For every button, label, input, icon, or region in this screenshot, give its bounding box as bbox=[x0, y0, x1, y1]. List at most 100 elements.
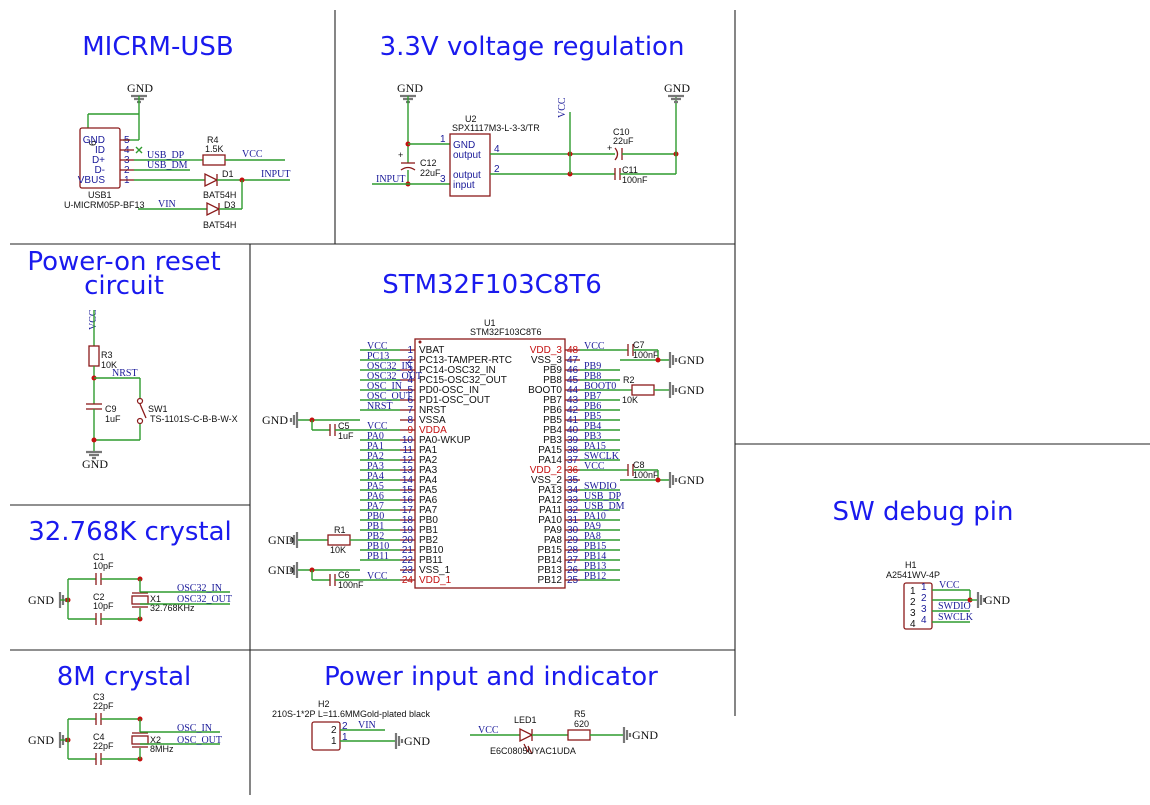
h2-pinnum-2: 2 bbox=[342, 721, 348, 732]
junction bbox=[655, 357, 661, 363]
ground-symbol bbox=[289, 562, 299, 578]
mcu-pin-number: 4 bbox=[407, 375, 413, 386]
h2-pinnum-1: 1 bbox=[342, 732, 348, 743]
h2-connector-body bbox=[311, 721, 341, 751]
mcu-net-label: VCC bbox=[367, 341, 388, 352]
u2-pin-output-a: output bbox=[453, 150, 481, 161]
u2-pinnum-2: 2 bbox=[494, 164, 500, 175]
gnd-label: GND bbox=[397, 81, 423, 95]
h1-pinnum-3: 3 bbox=[921, 604, 927, 615]
net-input-reg: INPUT bbox=[376, 174, 405, 185]
mcu-pin-number: 30 bbox=[567, 525, 579, 536]
net-osc32-out-xtal: OSC32_OUT bbox=[177, 594, 232, 605]
c11-value: 100nF bbox=[622, 175, 648, 185]
h1-part: A2541WV-4P bbox=[886, 570, 940, 580]
d1-diode-icon bbox=[204, 172, 219, 188]
net-vcc-swd: VCC bbox=[939, 580, 960, 591]
reset-section: VCC R3 10K NRST C9 1uF SW1 TS-1101S-C-B-… bbox=[82, 309, 238, 471]
mcu-pin-number: 34 bbox=[567, 485, 579, 496]
r4-ref: R4 bbox=[207, 135, 219, 145]
gnd-label: GND bbox=[404, 734, 430, 748]
mcu-net-label: PA15 bbox=[584, 441, 606, 452]
d1-ref: D1 bbox=[222, 169, 234, 179]
c2-value: 10pF bbox=[93, 601, 114, 611]
mcu-pin-name: PA14 bbox=[538, 455, 562, 466]
mcu-pin-number: 21 bbox=[402, 545, 414, 556]
c4-ref: C4 bbox=[93, 732, 105, 742]
mcu-net-label: PB8 bbox=[584, 371, 601, 382]
mcu-pin-name: PA5 bbox=[419, 485, 438, 496]
mcu-pin-number: 32 bbox=[567, 505, 579, 516]
mcu-net-label: PA5 bbox=[367, 481, 384, 492]
c8-ref: C8 bbox=[633, 460, 645, 470]
section-title-reset-line2: circuit bbox=[84, 271, 164, 301]
mcu-pin-name: PA6 bbox=[419, 495, 438, 506]
h2-part: 210S-1*2P L=11.6MMGold-plated black bbox=[272, 709, 431, 719]
u2-ref: U2 bbox=[465, 114, 477, 124]
mcu-pin-name: PB5 bbox=[543, 415, 562, 426]
mcu-pin-number: 25 bbox=[567, 575, 579, 586]
mcu-pin-number: 7 bbox=[407, 405, 413, 416]
x2-value: 8MHz bbox=[150, 744, 174, 754]
net-vin-usb: VIN bbox=[158, 199, 176, 210]
u1-mcu-body bbox=[414, 338, 566, 589]
mcu-pin-number: 14 bbox=[402, 475, 414, 486]
net-osc-out-xtal: OSC_OUT bbox=[177, 735, 222, 746]
mcu-pin-number: 2 bbox=[407, 355, 413, 366]
section-dividers bbox=[10, 10, 1150, 795]
usb-pin-dp: D+ bbox=[92, 155, 105, 166]
c12-value: 22uF bbox=[420, 168, 441, 178]
c2-ref: C2 bbox=[93, 592, 105, 602]
mcu-net-label: PB7 bbox=[584, 391, 601, 402]
mcu-pin-number: 11 bbox=[403, 445, 414, 456]
pin1-marker bbox=[418, 340, 422, 344]
mcu-net-label: USB_DM bbox=[584, 501, 625, 512]
mcu-pin-name: PC15-OSC32_OUT bbox=[419, 375, 507, 386]
mcu-pin-number: 27 bbox=[567, 555, 579, 566]
u1-ref: U1 bbox=[484, 318, 496, 328]
no-connect-icon bbox=[135, 146, 143, 154]
mcu-net-label: BOOT0 bbox=[584, 381, 616, 392]
usb-shield-pin: 6 bbox=[88, 140, 99, 146]
mcu-pin-number: 35 bbox=[567, 475, 579, 486]
u2-pin-gnd: GND bbox=[453, 140, 475, 151]
ground-symbol bbox=[86, 450, 102, 460]
x1-value: 32.768KHz bbox=[150, 603, 195, 613]
net-swclk-swd: SWCLK bbox=[938, 612, 974, 623]
usb-pin-id: ID bbox=[95, 145, 105, 156]
c9-value: 1uF bbox=[105, 414, 121, 424]
gnd-label: GND bbox=[678, 383, 704, 397]
u2-pinnum-1: 1 bbox=[440, 134, 446, 145]
gnd-label: GND bbox=[262, 413, 288, 427]
usb-section: GND 6 GND ID D+ D- VBUS 5 4 3 2 1 USB_DP… bbox=[64, 81, 290, 230]
mcu-pin-number: 26 bbox=[567, 565, 579, 576]
gnd-label: GND bbox=[127, 81, 153, 95]
section-title-crystal8: 8M crystal bbox=[57, 662, 192, 692]
mcu-pin-number: 42 bbox=[567, 405, 579, 416]
r5-value: 620 bbox=[574, 719, 589, 729]
c3-value: 22pF bbox=[93, 701, 114, 711]
mcu-pin-name: VDD_2 bbox=[530, 465, 563, 476]
mcu-pin-name: PA7 bbox=[419, 505, 438, 516]
h2-pin-1: 1 bbox=[331, 736, 337, 747]
mcu-pin-name: PA9 bbox=[544, 525, 563, 536]
mcu-pin-name: PA1 bbox=[419, 445, 438, 456]
gnd-label: GND bbox=[268, 533, 294, 547]
c1-value: 10pF bbox=[93, 561, 114, 571]
mcu-pin-number: 48 bbox=[567, 345, 579, 356]
sw1-part: TS-1101S-C-B-B-W-X bbox=[150, 414, 238, 424]
led1-diode-icon bbox=[519, 727, 534, 743]
h1-connector-body bbox=[903, 582, 933, 630]
net-osc-in-xtal: OSC_IN bbox=[177, 723, 212, 734]
mcu-pin-number: 38 bbox=[567, 445, 579, 456]
mcu-pin-name: PB9 bbox=[543, 365, 562, 376]
section-title-crystal32: 32.768K crystal bbox=[28, 517, 232, 547]
u2-part: SPX1117M3-L-3-3/TR bbox=[452, 123, 540, 133]
junction bbox=[655, 477, 661, 483]
mcu-pin-number: 45 bbox=[567, 375, 579, 386]
mcu-pin-name: VSSA bbox=[419, 415, 446, 426]
